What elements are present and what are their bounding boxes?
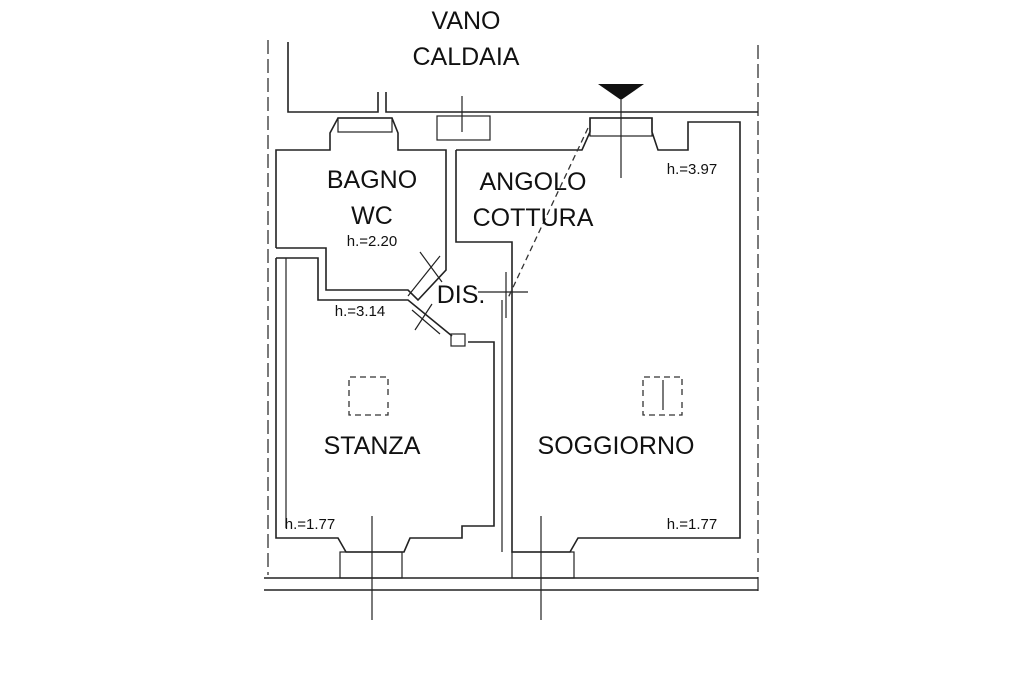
label-caldaia: CALDAIA xyxy=(413,43,520,71)
label-stanza: STANZA xyxy=(324,432,421,460)
label-cottura: COTTURA xyxy=(473,204,594,232)
boiler-niche xyxy=(436,96,491,141)
top-building-walls xyxy=(287,42,758,113)
height-soggiorno: h.=1.77 xyxy=(667,516,717,533)
entrance-marker-icon xyxy=(598,84,644,100)
ceiling-mark-soggiorno xyxy=(642,376,683,416)
height-bagno: h.=2.20 xyxy=(347,233,397,250)
height-dis: h.=3.14 xyxy=(335,303,385,320)
height-stanza: h.=1.77 xyxy=(285,516,335,533)
bedroom-window-bottom xyxy=(339,551,403,579)
outer-boundary xyxy=(267,40,759,592)
label-bagno: BAGNO xyxy=(327,166,417,194)
label-angolo: ANGOLO xyxy=(480,168,587,196)
label-soggiorno: SOGGIORNO xyxy=(538,432,695,460)
kitchen-diagonal xyxy=(507,127,589,299)
label-vano: VANO xyxy=(432,7,501,35)
living-room-window-bottom xyxy=(511,551,575,579)
hallway-doors xyxy=(407,251,528,347)
label-dis: DIS. xyxy=(437,281,486,309)
label-wc: WC xyxy=(351,202,393,230)
bathroom-walls xyxy=(275,117,447,302)
section-axes xyxy=(371,100,622,620)
bathroom-window xyxy=(337,117,393,133)
height-angolo-cottura: h.=3.97 xyxy=(667,161,717,178)
bedroom-walls xyxy=(275,257,495,553)
ceiling-mark-stanza xyxy=(348,376,389,416)
bottom-building-walls xyxy=(264,577,758,591)
